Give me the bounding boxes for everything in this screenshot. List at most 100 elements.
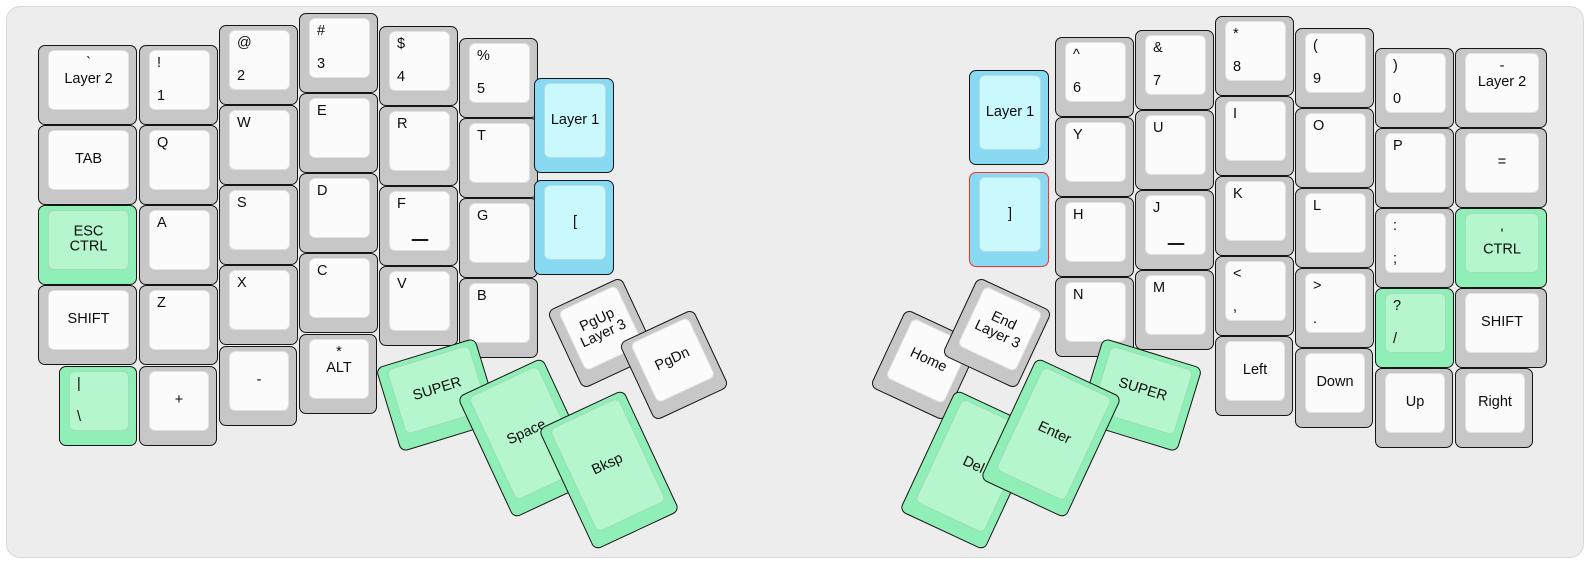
key-legend: Left <box>1242 362 1268 379</box>
key--[interactable]: )0 <box>1375 48 1454 128</box>
keycap-surface: %5 <box>469 43 530 103</box>
key--[interactable]: %5 <box>459 38 538 118</box>
keycap-surface: Down <box>1305 353 1365 413</box>
key-legend: SHIFT <box>1481 314 1523 331</box>
key-c[interactable]: C <box>299 253 378 333</box>
keycap-surface: !1 <box>149 50 210 110</box>
key-legend: * <box>336 344 342 360</box>
key-pipe-backslash[interactable]: |\ <box>59 366 137 446</box>
key--[interactable]: @2 <box>219 25 298 105</box>
key-e[interactable]: E <box>299 93 378 173</box>
key-arrow-left[interactable]: Left <box>1215 336 1293 416</box>
key-arrow-right[interactable]: Right <box>1455 368 1533 448</box>
key--[interactable]: ^6 <box>1055 37 1134 117</box>
key-tab[interactable]: TAB <box>38 125 137 205</box>
key-j[interactable]: J <box>1135 190 1214 270</box>
key--[interactable]: $4 <box>379 26 458 106</box>
key-i[interactable]: I <box>1215 96 1294 176</box>
key-legend: 5 <box>477 80 486 97</box>
key-g[interactable]: G <box>459 198 538 278</box>
keycap-surface: L <box>1305 193 1366 253</box>
key-legend: O <box>1313 118 1325 134</box>
key--[interactable]: &7 <box>1135 30 1214 110</box>
key-arrow-down[interactable]: Down <box>1295 348 1373 428</box>
keycap-surface: V <box>389 271 450 331</box>
key-legend: | <box>77 376 81 392</box>
key--[interactable]: !1 <box>139 45 218 125</box>
key-l[interactable]: L <box>1295 188 1374 268</box>
key-f[interactable]: F <box>379 186 458 266</box>
key-legend: , <box>1233 298 1238 315</box>
key-legend: & <box>1153 40 1163 56</box>
key-ctrl[interactable]: ' CTRL <box>1455 208 1547 288</box>
key-n[interactable]: N <box>1055 277 1134 357</box>
key-d[interactable]: D <box>299 173 378 253</box>
key--[interactable]: [ <box>534 180 614 275</box>
key--[interactable]: ] <box>969 172 1049 267</box>
keycap-surface: S <box>229 190 290 250</box>
key-z[interactable]: Z <box>139 285 218 365</box>
key--[interactable]: >. <box>1295 268 1374 348</box>
key-legend: A <box>157 215 167 231</box>
key-w[interactable]: W <box>219 105 298 185</box>
key-legend: T <box>477 128 486 144</box>
keycap-surface: ?/ <box>1385 293 1446 353</box>
keycap-surface: *8 <box>1225 21 1286 81</box>
key-legend: $ <box>397 36 406 52</box>
key-layer-1[interactable]: Layer 1 <box>969 70 1049 165</box>
key-layer-2[interactable]: -Layer 2 <box>1455 48 1547 128</box>
key-legend: G <box>477 208 489 224</box>
key-arrow-up[interactable]: Up <box>1375 368 1453 448</box>
key-ctrl[interactable]: ESC CTRL <box>38 205 137 285</box>
key-m[interactable]: M <box>1135 270 1214 350</box>
key-legend: F <box>397 196 406 212</box>
key-a[interactable]: A <box>139 205 218 285</box>
key-v[interactable]: V <box>379 266 458 346</box>
keycap-surface: J <box>1145 195 1206 255</box>
key-legend: ESC CTRL <box>69 223 108 255</box>
key-y[interactable]: Y <box>1055 117 1134 197</box>
key-o[interactable]: O <box>1295 108 1374 188</box>
key-legend: \ <box>77 408 82 425</box>
key-t[interactable]: T <box>459 118 538 198</box>
key--[interactable]: ?/ <box>1375 288 1454 368</box>
keycap-surface: N <box>1065 282 1126 342</box>
key-s[interactable]: S <box>219 185 298 265</box>
keycap-surface: F <box>389 191 450 251</box>
key-alt[interactable]: *ALT <box>299 334 377 414</box>
key-q[interactable]: Q <box>139 125 218 205</box>
key--[interactable]: :; <box>1375 208 1454 288</box>
keycap-surface: ESC CTRL <box>48 210 129 270</box>
key-legend: ) <box>1393 58 1398 74</box>
key-u[interactable]: U <box>1135 110 1214 190</box>
key-legend: K <box>1233 186 1243 202</box>
keycap-surface: [ <box>544 185 606 260</box>
key-plus[interactable]: + <box>139 366 217 446</box>
key-shift[interactable]: SHIFT <box>1455 288 1547 368</box>
key-layer-1[interactable]: Layer 1 <box>534 78 614 173</box>
key-legend: ALT <box>326 360 352 377</box>
key-x[interactable]: X <box>219 265 298 345</box>
key-minus[interactable]: - <box>219 346 297 426</box>
keycap-surface: Z <box>149 290 210 350</box>
key--[interactable]: #3 <box>299 13 378 93</box>
key-legend: SHIFT <box>67 311 110 328</box>
keycap-surface: Right <box>1465 373 1525 433</box>
key-legend: 0 <box>1393 90 1402 107</box>
key-k[interactable]: K <box>1215 176 1294 256</box>
key--[interactable]: *8 <box>1215 16 1294 96</box>
key-legend: 2 <box>237 67 246 84</box>
key--[interactable]: <, <box>1215 256 1294 336</box>
homing-bar-indicator <box>1167 242 1184 245</box>
keycap-surface: D <box>309 178 370 238</box>
key-layer-2[interactable]: `Layer 2 <box>38 45 137 125</box>
key-legend: E <box>317 103 327 119</box>
key-r[interactable]: R <box>379 106 458 186</box>
key-shift[interactable]: SHIFT <box>38 285 137 365</box>
key-h[interactable]: H <box>1055 197 1134 277</box>
key--[interactable]: = <box>1455 128 1547 208</box>
key--[interactable]: (9 <box>1295 28 1374 108</box>
key-legend: * <box>1233 26 1239 42</box>
key-legend: ( <box>1313 38 1318 54</box>
key-p[interactable]: P <box>1375 128 1454 208</box>
